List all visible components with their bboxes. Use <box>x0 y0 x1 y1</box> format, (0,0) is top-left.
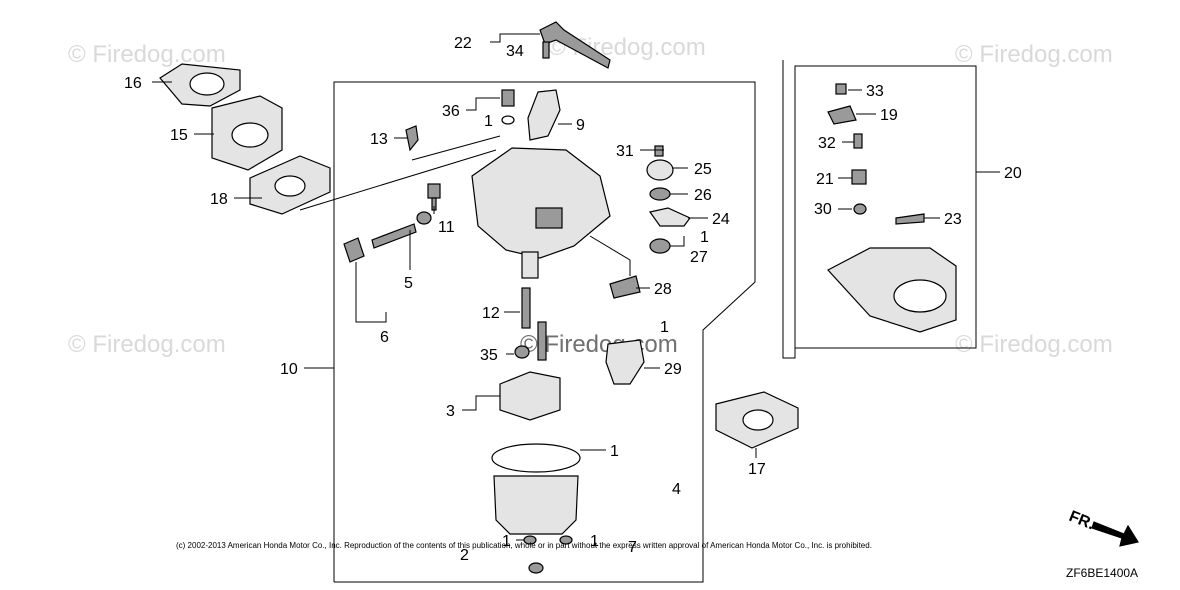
part-26-washer <box>649 187 671 201</box>
callout-30: 30 <box>814 201 832 218</box>
callout-1-choke: 1 <box>700 229 709 246</box>
part-35-washer <box>514 345 530 359</box>
callout-9: 9 <box>576 117 585 134</box>
callout-2: 2 <box>460 547 469 564</box>
part-12-float-needle <box>521 287 531 329</box>
part-11-screw-head <box>427 183 441 199</box>
callout-1-bottom-a: 1 <box>502 533 511 550</box>
leader-28-body <box>589 235 631 276</box>
watermark-mid-left: © Firedog.com <box>68 331 226 358</box>
part-21-nut <box>851 169 867 185</box>
callout-32: 32 <box>818 135 836 152</box>
part-15-hole <box>231 122 269 148</box>
carburetor-venturi <box>535 207 563 229</box>
part-35-main-jet <box>537 321 547 361</box>
part-4-float-chamber <box>493 475 579 535</box>
callout-15: 15 <box>170 127 188 144</box>
part-31-screw <box>654 145 664 157</box>
callout-6: 6 <box>380 329 389 346</box>
diagram-code: ZF6BE1400A <box>1066 566 1138 580</box>
part-6-cap <box>343 237 365 263</box>
callout-29: 29 <box>664 361 682 378</box>
callout-19: 19 <box>880 107 898 124</box>
callout-22: 22 <box>454 35 472 52</box>
callout-1-jet: 1 <box>660 319 669 336</box>
part-5-pilot-screw <box>371 223 417 249</box>
direction-label: FR. <box>1067 508 1097 533</box>
carburetor-assembly-boundary <box>333 81 756 583</box>
part-24-lever <box>648 207 691 227</box>
part-5-spring <box>416 211 432 225</box>
callout-27: 27 <box>690 249 708 266</box>
callout-23: 23 <box>944 211 962 228</box>
callout-3: 3 <box>446 403 455 420</box>
part-1-o-ring <box>491 443 581 473</box>
leader-13-body <box>411 135 501 161</box>
part-30-ring <box>853 203 867 215</box>
part-2-bolt <box>528 562 544 574</box>
part-34-pin <box>542 41 550 59</box>
part-33-screw <box>835 83 847 95</box>
part-19-clip <box>827 105 857 125</box>
leader-18-body <box>299 149 497 211</box>
carburetor-nozzle <box>521 251 539 279</box>
part-9-bracket <box>527 89 561 141</box>
front-direction-arrow <box>1091 521 1139 547</box>
callout-10: 10 <box>280 361 298 378</box>
part-32-screw <box>853 133 863 149</box>
part-28-screw <box>609 275 641 299</box>
leader-3 <box>462 395 500 411</box>
kit-boundary <box>782 60 977 359</box>
part-23-spring <box>895 213 925 225</box>
callout-24: 24 <box>712 211 730 228</box>
callout-16: 16 <box>124 75 142 92</box>
callout-21: 21 <box>816 171 834 188</box>
watermark-top-right: © Firedog.com <box>955 41 1113 68</box>
callout-1-bottom-b: 1 <box>590 533 599 550</box>
watermark-mid-right: © Firedog.com <box>955 331 1113 358</box>
part-29-drain-screw <box>605 339 645 385</box>
callout-1-top: 1 <box>484 113 493 130</box>
part-3-float <box>499 371 561 421</box>
part-36-screw <box>501 89 515 107</box>
copyright-notice: (c) 2002-2013 American Honda Motor Co., … <box>176 541 872 550</box>
callout-18: 18 <box>210 191 228 208</box>
callout-34: 34 <box>506 43 524 60</box>
callout-5: 5 <box>404 275 413 292</box>
leader-22-34 <box>490 33 540 43</box>
part-20-opening <box>893 279 947 313</box>
part-17-hole <box>742 409 774 431</box>
callout-36: 36 <box>442 103 460 120</box>
callout-7: 7 <box>628 539 637 556</box>
part-18-hole <box>274 175 306 197</box>
callout-26: 26 <box>694 187 712 204</box>
callout-11: 11 <box>438 219 455 236</box>
callout-28: 28 <box>654 281 672 298</box>
part-1-washer-bottom-b <box>559 535 573 545</box>
leader-6 <box>355 262 387 323</box>
callout-12: 12 <box>482 305 500 322</box>
callout-1-oring: 1 <box>610 443 619 460</box>
part-1-washer-a <box>501 115 515 125</box>
part-25-cover <box>646 159 674 181</box>
callout-25: 25 <box>694 161 712 178</box>
carburetor-body <box>471 147 611 259</box>
part-27-spring <box>649 238 671 254</box>
callout-17: 17 <box>748 461 766 478</box>
watermark-top-left: © Firedog.com <box>68 41 226 68</box>
leader-1-27 <box>670 236 685 247</box>
callout-20: 20 <box>1004 165 1022 182</box>
callout-13: 13 <box>370 131 388 148</box>
callout-4: 4 <box>672 481 681 498</box>
part-16-hole <box>189 72 225 96</box>
part-13-clip <box>405 125 419 152</box>
callout-35: 35 <box>480 347 498 364</box>
callout-31: 31 <box>616 143 634 160</box>
leader-36-1 <box>466 97 500 111</box>
callout-33: 33 <box>866 83 884 100</box>
